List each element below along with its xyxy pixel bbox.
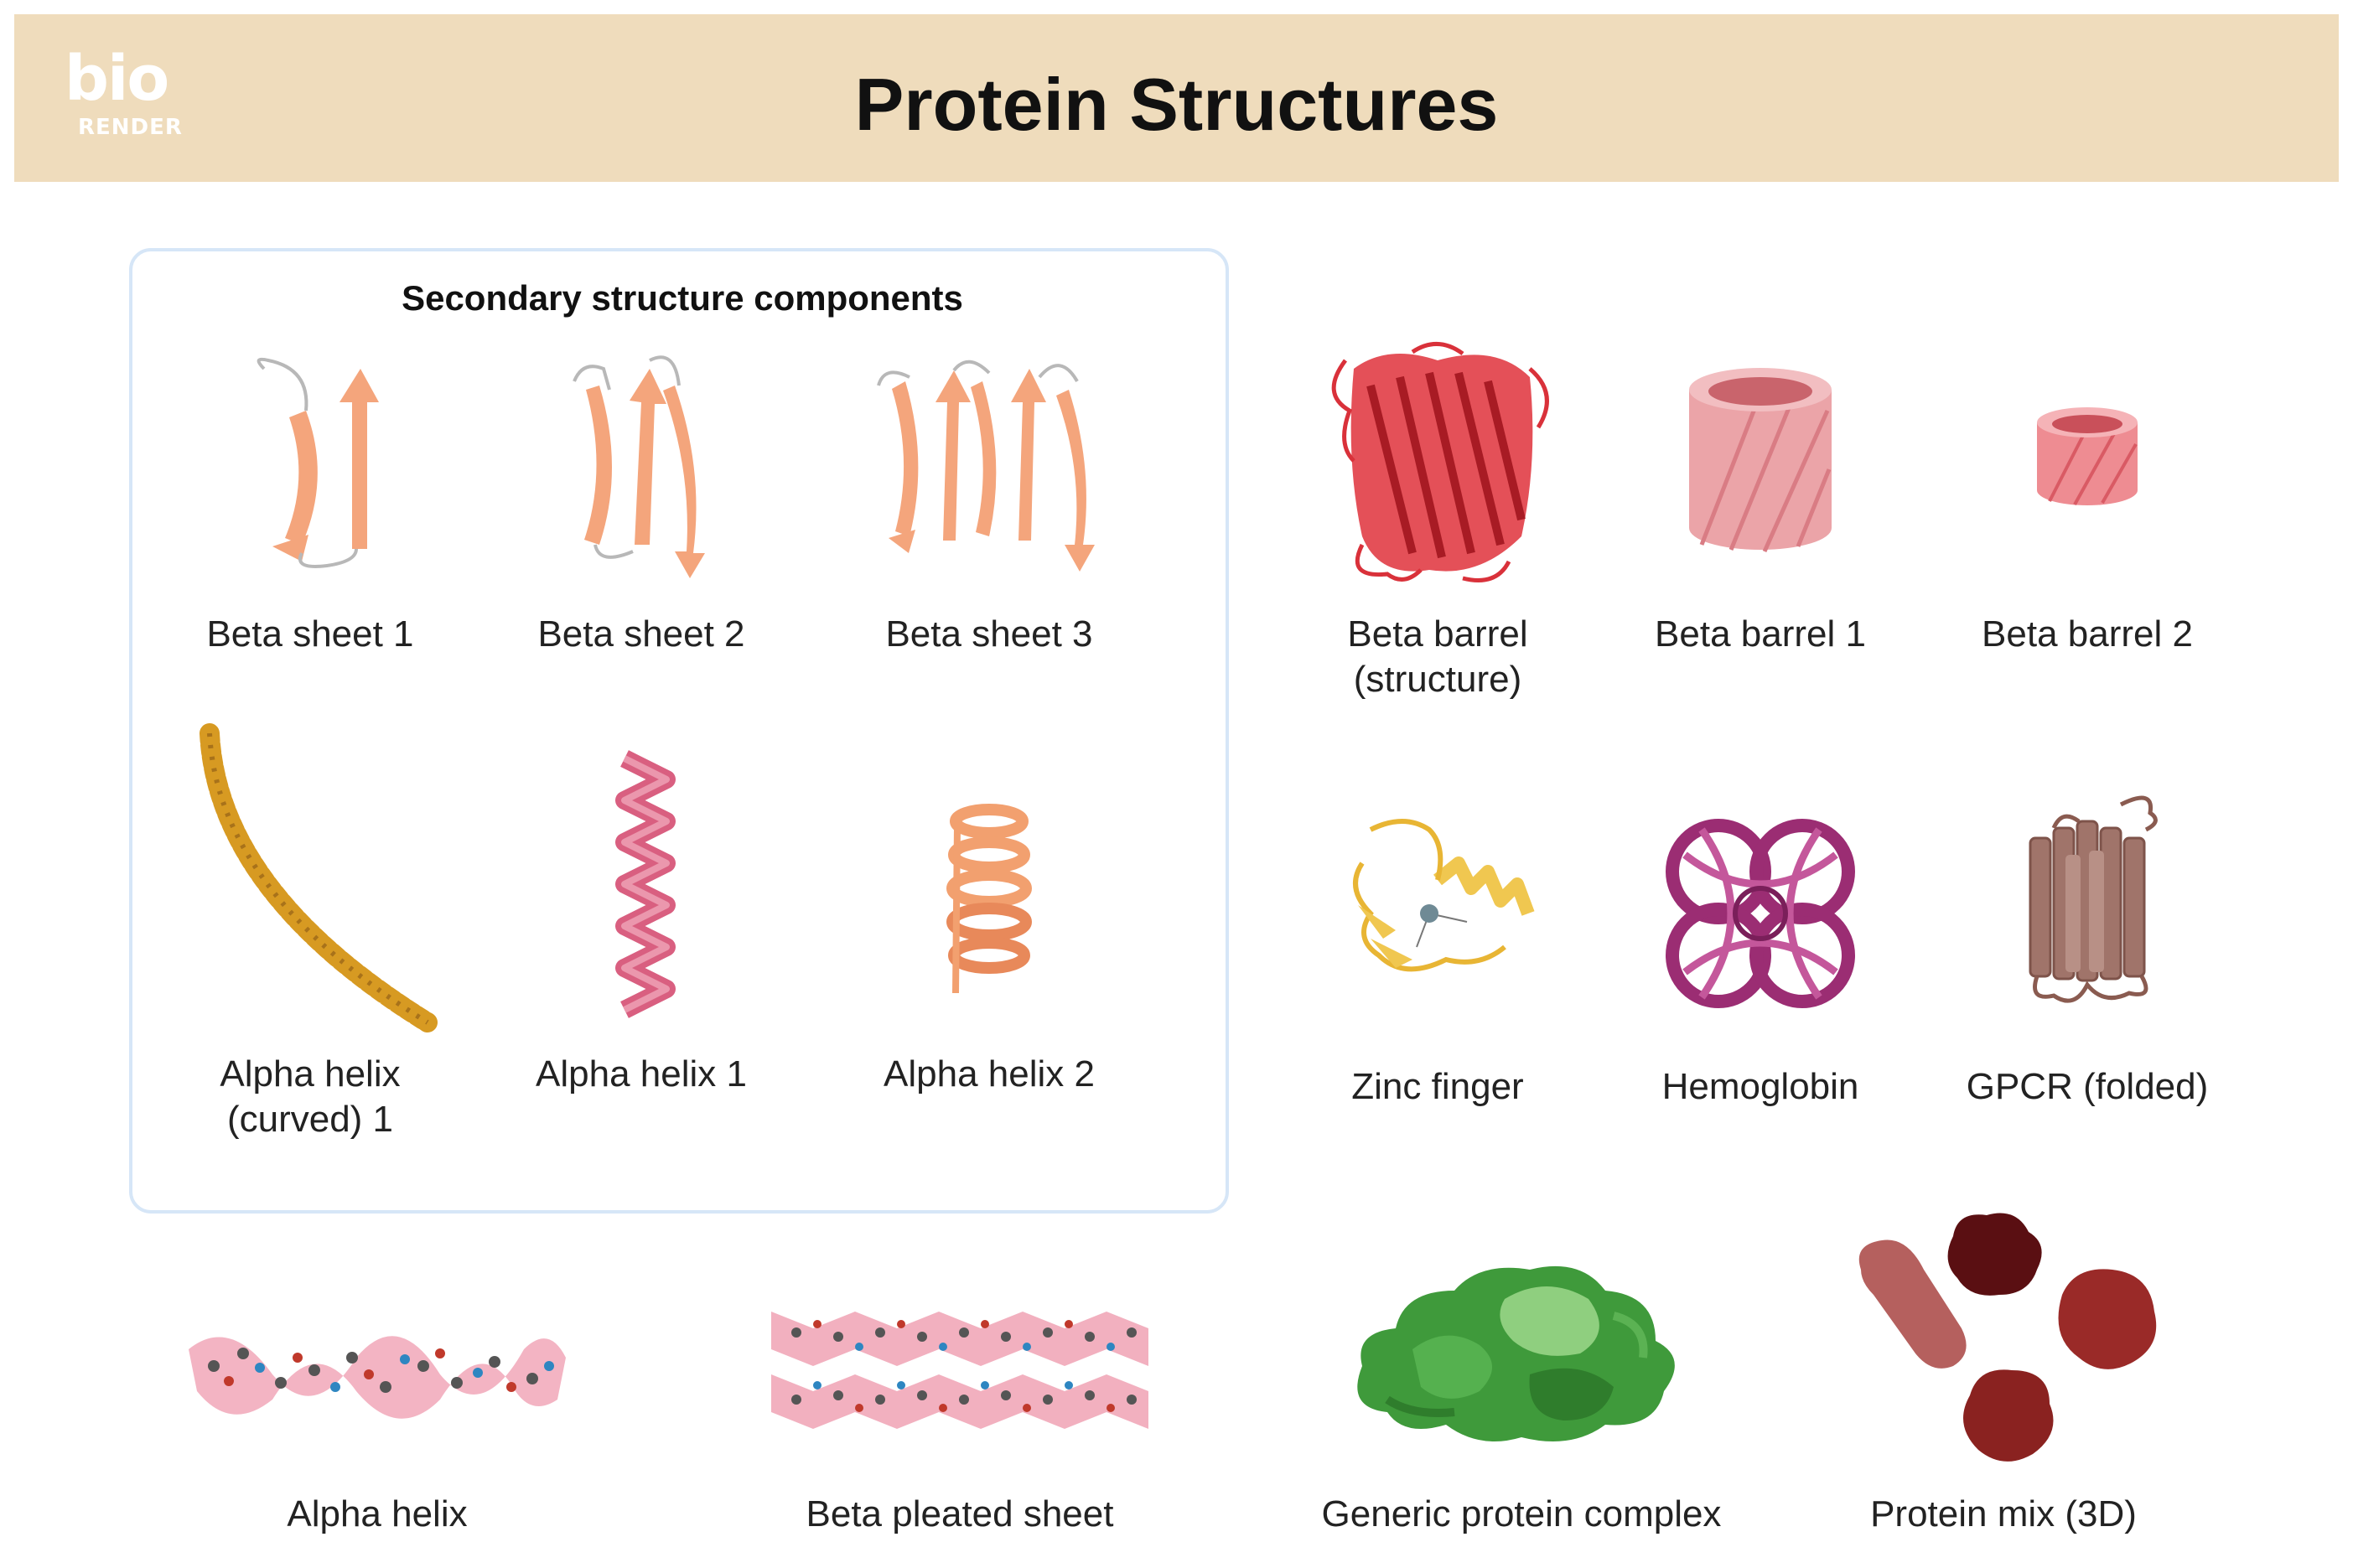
- beta-barrel-2-item: Beta barrel 2: [1962, 402, 2213, 679]
- gpcr-label: GPCR (folded): [1966, 1066, 2209, 1107]
- alpha-helix-bottom-item: Alpha helix: [180, 1307, 574, 1550]
- beta-pleated-sheet-item: Beta pleated sheet: [763, 1295, 1157, 1550]
- header-banner: bio RENDER Protein Structures: [14, 14, 2339, 182]
- biorender-logo: bio RENDER: [65, 48, 190, 148]
- beta-sheet-2-icon: [573, 355, 705, 578]
- gpcr-icon: [2029, 795, 2158, 1003]
- hemoglobin-label: Hemoglobin: [1661, 1066, 1859, 1107]
- beta-sheet-3-icon: [877, 360, 1095, 572]
- gpcr-item: GPCR (folded): [1962, 779, 2213, 1131]
- alpha-helix-bottom-icon: [189, 1336, 566, 1419]
- logo-text: bio: [65, 43, 169, 115]
- zinc-finger-icon: [1353, 819, 1535, 972]
- generic-protein-complex-label: Generic protein complex: [1321, 1493, 1722, 1534]
- alpha-helix-1-item: Alpha helix 1: [516, 750, 767, 1119]
- alpha-helix-1-icon: [615, 750, 676, 1018]
- alpha-helix-2-item: Alpha helix 2: [863, 792, 1115, 1110]
- protein-mix-item: Protein mix (3D): [1836, 1203, 2171, 1550]
- beta-sheet-3-label: Beta sheet 3: [885, 613, 1093, 655]
- beta-barrel-structure-label-1: Beta barrel: [1347, 613, 1528, 655]
- beta-barrel-2-label: Beta barrel 2: [1982, 613, 2193, 655]
- beta-sheet-3-item: Beta sheet 3: [863, 352, 1115, 670]
- zinc-finger-label: Zinc finger: [1351, 1066, 1524, 1107]
- alpha-helix-curved-label-2: (curved) 1: [226, 1099, 394, 1140]
- zinc-finger-item: Zinc finger: [1312, 813, 1563, 1131]
- beta-barrel-1-icon: [1689, 368, 1832, 553]
- protein-mix-icon: [1858, 1213, 2157, 1462]
- secondary-structure-panel: Secondary structure components: [129, 248, 1229, 1214]
- alpha-helix-curved-icon: [200, 723, 438, 1032]
- beta-barrel-1-label: Beta barrel 1: [1655, 613, 1866, 655]
- beta-barrel-1-item: Beta barrel 1: [1635, 360, 1886, 679]
- beta-sheet-2-item: Beta sheet 2: [516, 352, 767, 670]
- alpha-helix-2-icon: [946, 804, 1032, 994]
- beta-pleated-sheet-label: Beta pleated sheet: [806, 1493, 1114, 1534]
- page-title: Protein Structures: [854, 63, 1499, 146]
- alpha-helix-curved-item: Alpha helix (curved) 1: [184, 723, 438, 1161]
- beta-barrel-structure-icon: [1331, 342, 1549, 582]
- beta-pleated-sheet-icon: [771, 1312, 1148, 1429]
- hemoglobin-icon: [1666, 819, 1855, 1008]
- beta-barrel-2-icon: [2037, 407, 2138, 505]
- beta-sheet-2-label: Beta sheet 2: [537, 613, 745, 655]
- beta-sheet-1-icon: [257, 357, 379, 568]
- alpha-helix-2-label: Alpha helix 2: [884, 1053, 1095, 1094]
- beta-sheet-1-item: Beta sheet 1: [184, 352, 436, 670]
- beta-barrel-structure-label-2: (structure): [1353, 659, 1522, 700]
- alpha-helix-curved-label-1: Alpha helix: [220, 1053, 401, 1094]
- beta-barrel-structure-item: Beta barrel (structure): [1312, 335, 1563, 721]
- alpha-helix-1-label: Alpha helix 1: [536, 1053, 747, 1094]
- hemoglobin-item: Hemoglobin: [1635, 805, 1886, 1131]
- generic-protein-complex-item: Generic protein complex: [1312, 1249, 1731, 1550]
- logo-subtext: RENDER: [78, 115, 183, 140]
- generic-protein-complex-icon: [1357, 1265, 1675, 1441]
- panel-title: Secondary structure components: [402, 278, 963, 318]
- beta-sheet-1-label: Beta sheet 1: [206, 613, 414, 655]
- protein-mix-label: Protein mix (3D): [1870, 1493, 2137, 1534]
- alpha-helix-bottom-label: Alpha helix: [287, 1493, 468, 1534]
